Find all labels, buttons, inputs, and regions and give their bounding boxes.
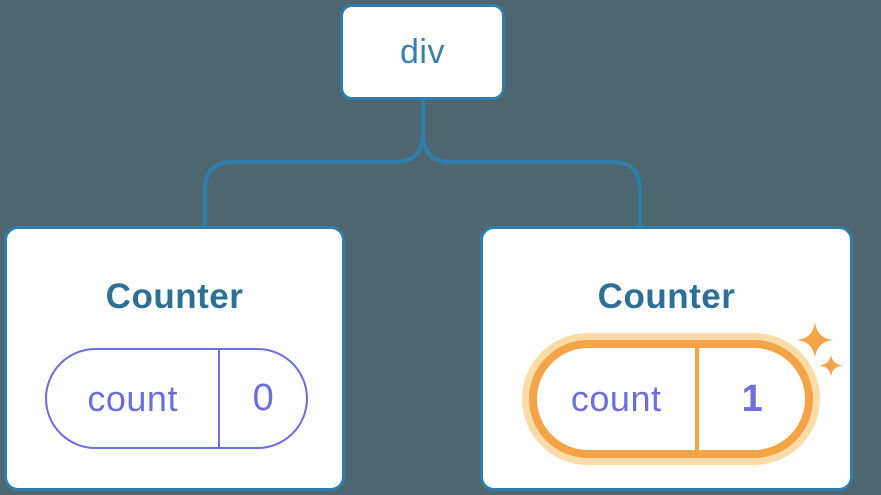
- state-value: 1: [741, 377, 763, 420]
- state-key-label: count: [87, 377, 178, 419]
- counter-title: Counter: [597, 277, 736, 316]
- state-key-label: count: [570, 378, 662, 419]
- counter-title: Counter: [105, 277, 244, 316]
- state-pill-count-0: count 0: [45, 348, 308, 449]
- state-value: 0: [252, 377, 274, 419]
- root-node-label: div: [400, 32, 445, 71]
- root-node-div: div: [340, 4, 505, 100]
- counter-card-left: Counter count 0: [4, 226, 345, 491]
- counter-card-right: Counter count 1: [480, 226, 853, 491]
- state-pill-count-1-highlighted: count 1: [529, 340, 813, 458]
